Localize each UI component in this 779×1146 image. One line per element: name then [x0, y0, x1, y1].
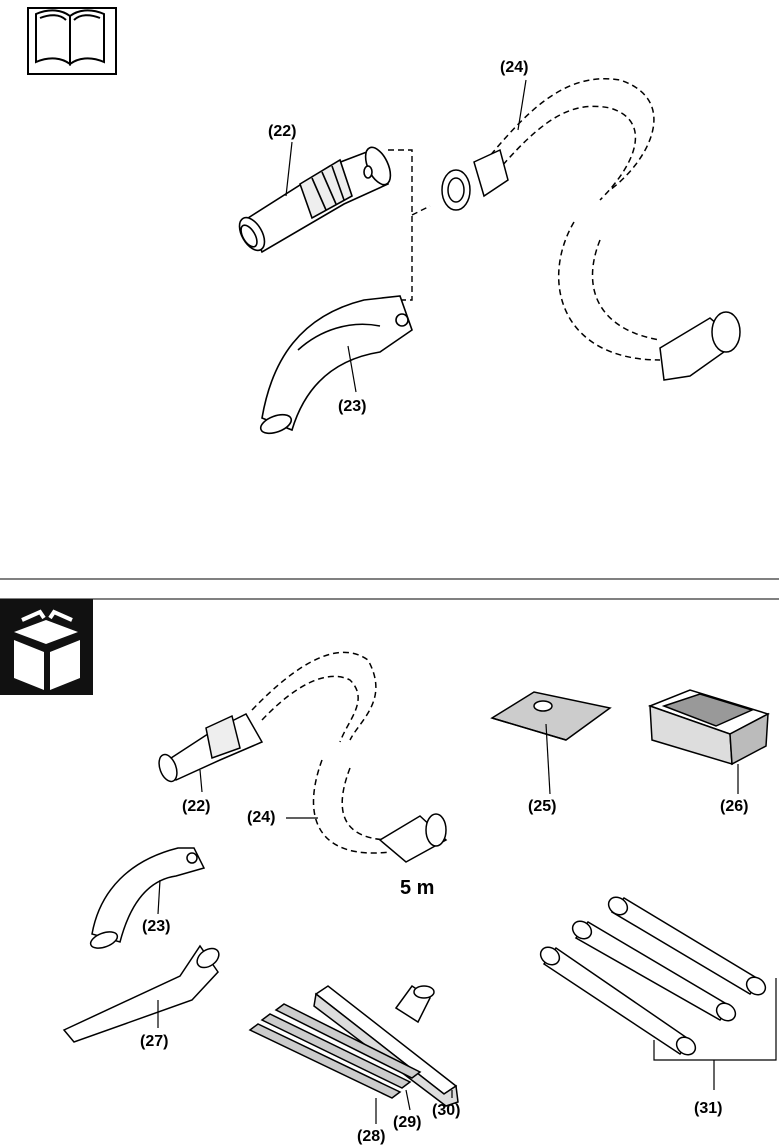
package-box-icon: [0, 599, 93, 695]
floor-nozzle-illustration: [313, 984, 459, 1107]
dust-bag-illustration: [490, 691, 612, 741]
label-tubes: (31): [694, 1100, 722, 1117]
label-filter: (26): [720, 798, 748, 815]
filter-illustration: [647, 689, 770, 766]
adapter-illustration: [238, 146, 392, 254]
label-top-hose: (24): [500, 59, 528, 76]
crevice-nozzle-illustration: [62, 944, 220, 1043]
label-dust-bag: (25): [528, 798, 556, 815]
label-strip-29: (29): [393, 1114, 421, 1131]
label-handle: (23): [142, 918, 170, 935]
label-floor-nozzle: (30): [432, 1102, 460, 1119]
handle-illustration: [259, 295, 413, 435]
label-top-adapter: (22): [268, 123, 296, 140]
label-adapter: (22): [182, 798, 210, 815]
brush-strips-illustration: [248, 1003, 422, 1099]
label-hose: (24): [247, 809, 275, 826]
extension-tubes-illustration: [539, 896, 767, 1056]
label-strip-28: (28): [357, 1128, 385, 1145]
label-top-handle: (23): [338, 398, 366, 415]
hose-illustration: [441, 78, 741, 381]
handle-illustration: [89, 847, 206, 949]
adapter-hose-illustration: [158, 651, 448, 863]
label-crevice-nozzle: (27): [140, 1033, 168, 1050]
manual-book-icon: [27, 7, 117, 75]
label-hose-length: 5 m: [400, 877, 434, 899]
connector-line: [388, 149, 431, 301]
